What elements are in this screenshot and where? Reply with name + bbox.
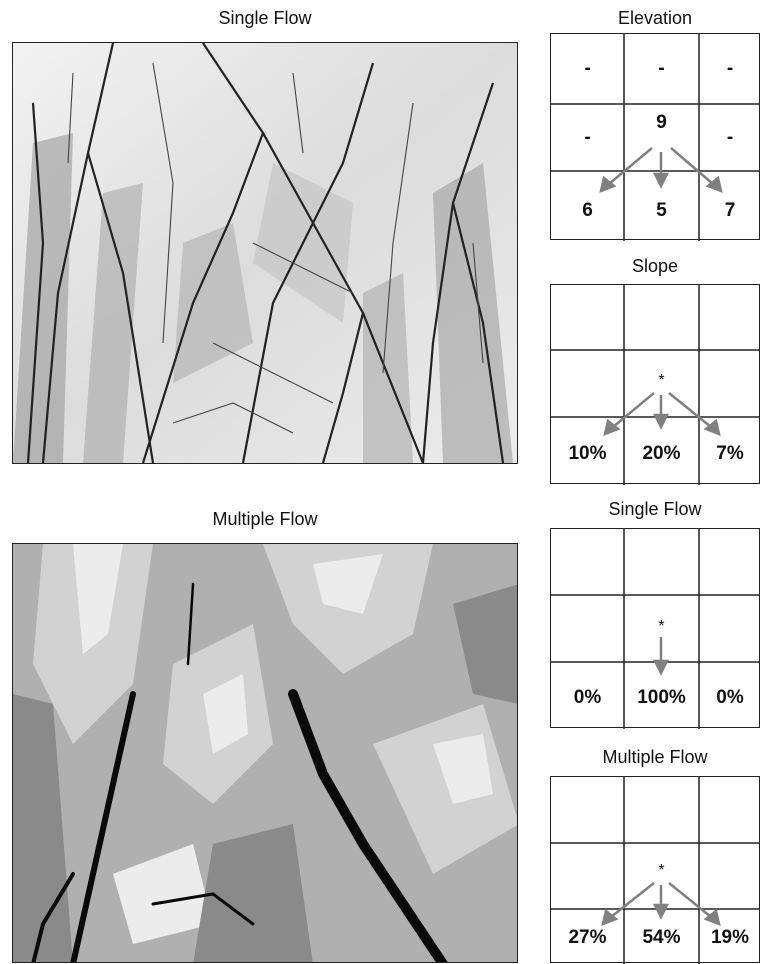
elevation-arrows: [551, 34, 760, 241]
multiple-flow-map-title: Multiple Flow: [12, 509, 518, 530]
multiple-flow-arrows: [551, 777, 760, 964]
single-flow-map: [12, 42, 518, 464]
single-flow-texture: [13, 43, 518, 464]
multiple-flow-texture: [13, 544, 518, 963]
multiple-flow-grid: * 27% 54% 19%: [550, 776, 760, 963]
elevation-grid: - - - - 9 - 6 5 7: [550, 33, 760, 240]
slope-grid: * 10% 20% 7%: [550, 284, 760, 484]
single-flow-map-title: Single Flow: [12, 8, 518, 29]
multiple-flow-map: [12, 543, 518, 963]
multiple-flow-panel-title: Multiple Flow: [550, 747, 760, 768]
single-flow-panel-title: Single Flow: [550, 499, 760, 520]
single-flow-arrow: [551, 529, 760, 729]
slope-title: Slope: [550, 256, 760, 277]
elevation-title: Elevation: [550, 8, 760, 29]
slope-arrows: [551, 285, 760, 485]
single-flow-grid: * 0% 100% 0%: [550, 528, 760, 728]
